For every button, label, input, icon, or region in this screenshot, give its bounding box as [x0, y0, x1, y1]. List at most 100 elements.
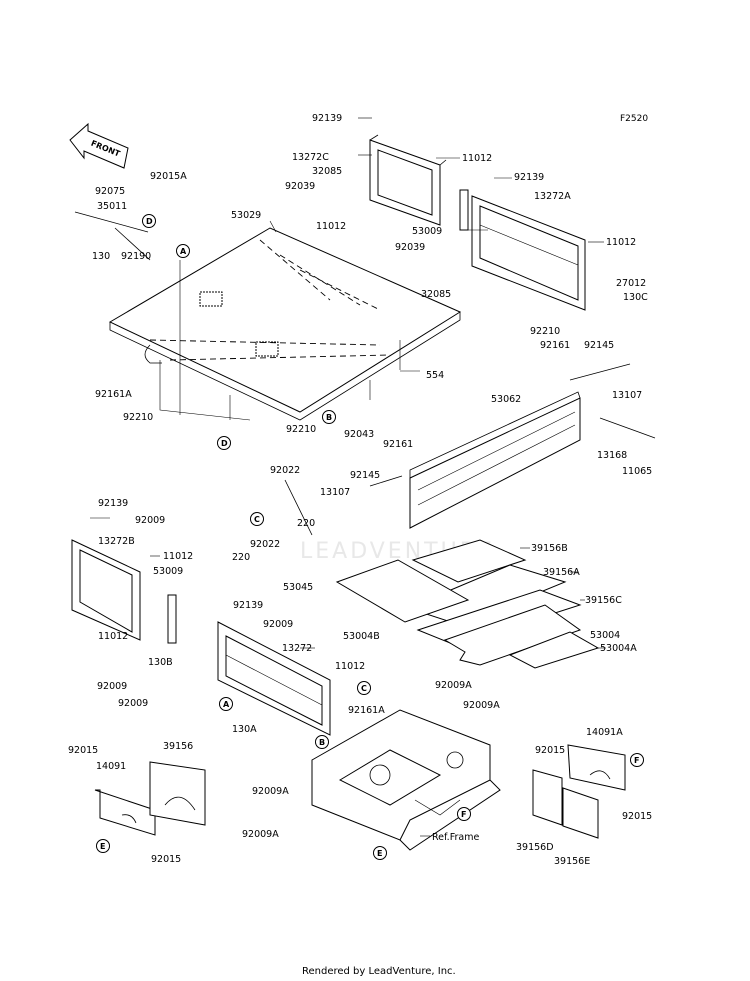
part-label: 53009 [153, 566, 183, 577]
part-label: 92139 [233, 600, 263, 611]
part-label: 92139 [514, 172, 544, 183]
mat-39156c [416, 589, 582, 646]
rod-35011 [74, 211, 149, 233]
callout-letter: B [319, 738, 325, 747]
part-label: 92043 [344, 429, 374, 440]
callout-f-frame: F [457, 807, 471, 821]
side-rack-13272a [471, 195, 586, 311]
part-label: 13272A [534, 191, 571, 202]
part-label: 92009 [135, 515, 165, 526]
part-label: 554 [426, 370, 444, 381]
part-label: 92145 [584, 340, 614, 351]
callout-e-guard: E [96, 839, 110, 853]
part-label: 13107 [320, 487, 350, 498]
part-label: 53062 [491, 394, 521, 405]
callout-d-upper: D [142, 214, 156, 228]
part-label: 14091A [586, 727, 623, 738]
part-label: 92009A [252, 786, 289, 797]
callout-letter: A [223, 700, 230, 709]
part-label: 39156A [543, 567, 580, 578]
part-label: 92009 [118, 698, 148, 709]
mat-53004b [335, 559, 470, 623]
part-label: 92145 [350, 470, 380, 481]
part-label: 92015A [150, 171, 187, 182]
part-label: 39156D [516, 842, 554, 853]
part-label: 92161A [348, 705, 385, 716]
callout-e-frame: E [373, 846, 387, 860]
part-label: 39156E [554, 856, 590, 867]
callout-c-lower: C [357, 681, 371, 695]
part-labels: 92139 13272C 32085 92039 11012 11012 921… [68, 113, 652, 867]
part-label: 92039 [395, 242, 425, 253]
part-label: 92022 [270, 465, 300, 476]
part-label: 130B [148, 657, 173, 668]
callout-f-guard: F [630, 753, 644, 767]
part-label: 92015 [151, 854, 181, 865]
part-label: 35011 [97, 201, 127, 212]
part-label: 13272B [98, 536, 135, 547]
callout-a-upper: A [176, 244, 190, 258]
part-label: Ref.Frame [432, 832, 479, 843]
part-label: 92161 [540, 340, 570, 351]
part-label: 92009A [435, 680, 472, 691]
part-label: 220 [297, 518, 315, 529]
pad-39156d [532, 769, 563, 826]
mat-53004 [443, 604, 582, 666]
part-label: 27012 [616, 278, 646, 289]
side-rack-13272b [71, 539, 141, 641]
part-label: 39156 [163, 741, 193, 752]
part-label: 92039 [285, 181, 315, 192]
part-label: 130 [92, 251, 110, 262]
rod-11065 [599, 417, 656, 439]
part-label: 32085 [312, 166, 342, 177]
front-arrow-icon: FRONT [69, 122, 129, 169]
bracket-53009-top [459, 189, 469, 231]
callout-letter: D [146, 217, 153, 226]
part-label: 130C [623, 292, 648, 303]
part-label: 92161A [95, 389, 132, 400]
rod-92190 [114, 227, 151, 261]
callout-d-lower: D [217, 436, 231, 450]
part-label: 92009 [263, 619, 293, 630]
part-label: 92009A [242, 829, 279, 840]
part-label: 92009A [463, 700, 500, 711]
part-label: 53029 [231, 210, 261, 221]
callout-c-upper: C [250, 512, 264, 526]
callout-letter: D [221, 439, 228, 448]
cargo-bed-panel [108, 227, 462, 421]
part-label: 92161 [383, 439, 413, 450]
part-label: 92015 [535, 745, 565, 756]
pad-39156 [149, 761, 206, 826]
part-label: 11012 [316, 221, 346, 232]
cable-53045 [284, 479, 313, 536]
mat-39156a [406, 564, 567, 626]
bracket-53009-left [167, 594, 177, 644]
footer-credit: Rendered by LeadVenture, Inc. [302, 966, 456, 977]
part-label: 53004 [590, 630, 620, 641]
part-label: 32085 [421, 289, 451, 300]
part-label: 11012 [98, 631, 128, 642]
part-label: 13272C [292, 152, 329, 163]
part-label: 92139 [98, 498, 128, 509]
tailgate-53062 [409, 391, 581, 529]
part-label: 13107 [612, 390, 642, 401]
part-label: 11012 [606, 237, 636, 248]
callout-letter: B [326, 413, 332, 422]
part-label: 92210 [123, 412, 153, 423]
mat-39156b [411, 539, 527, 583]
pad-39156e [562, 787, 599, 839]
side-rack-13272c [369, 134, 447, 226]
callout-letter: C [361, 684, 367, 693]
part-label: 53009 [412, 226, 442, 237]
part-label: 39156C [585, 595, 622, 606]
part-label: 92022 [250, 539, 280, 550]
callout-letter: E [100, 842, 105, 851]
part-label: 53004A [600, 643, 637, 654]
part-label: 13168 [597, 450, 627, 461]
part-label: 92190 [121, 251, 151, 262]
part-label: 53004B [343, 631, 380, 642]
part-label: 92015 [68, 745, 98, 756]
part-label: 130A [232, 724, 257, 735]
callout-a-lower: A [219, 697, 233, 711]
